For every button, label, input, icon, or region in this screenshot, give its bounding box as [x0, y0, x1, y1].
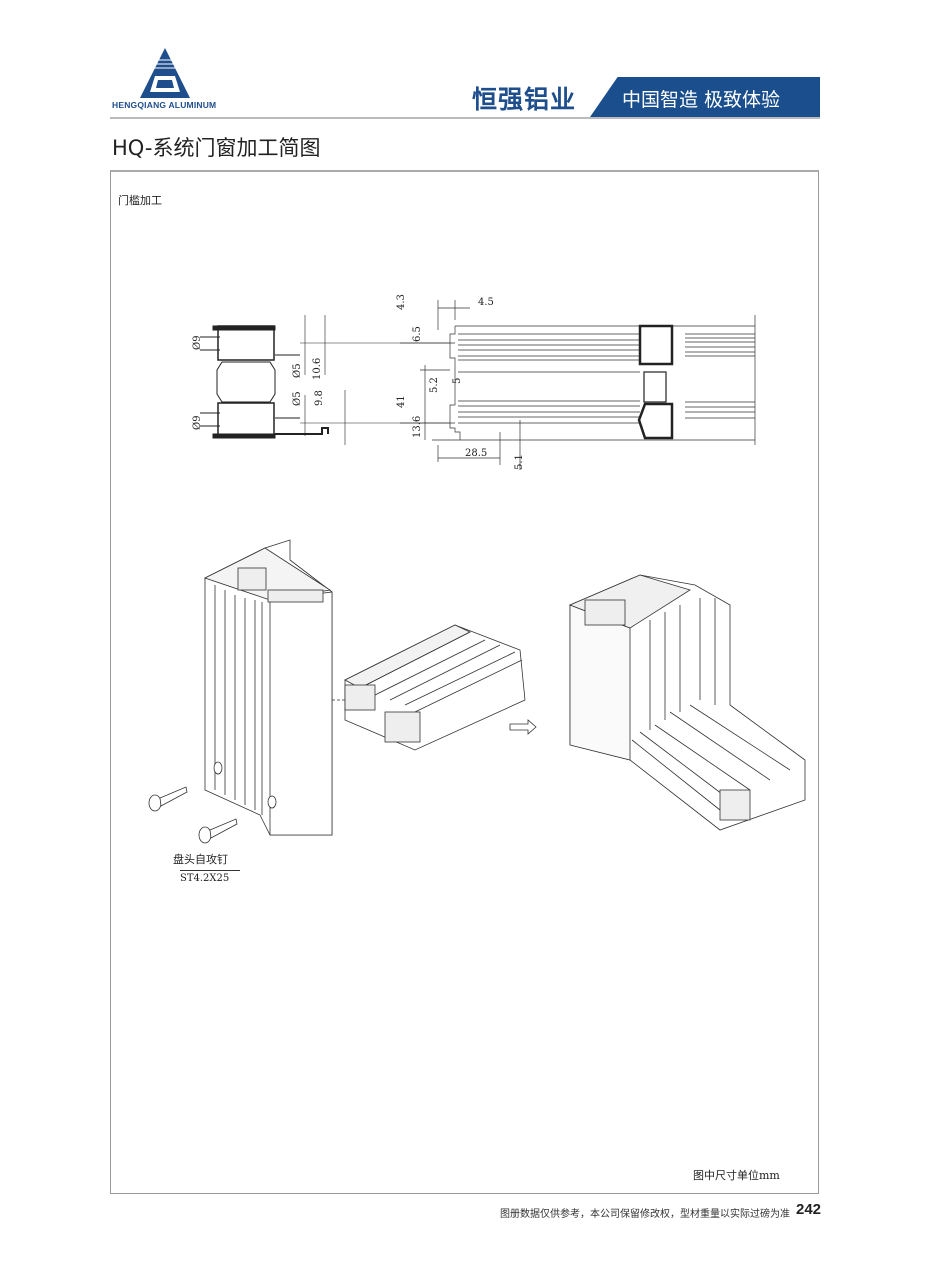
unit-note: 图中尺寸单位mm [693, 1169, 780, 1182]
page-title: HQ-系统门窗加工简图 [112, 136, 321, 160]
dim-6-5: 6.5 [412, 326, 423, 342]
dim-d9-bottom: Ø9 [192, 415, 203, 430]
screw-name-label: 盘头自攻钉 [173, 853, 228, 866]
frame-profile-isometric [203, 539, 333, 836]
footer-disclaimer: 图册数据仅供参考，本公司保留修改权，型材重量以实际过磅为准 [500, 1209, 790, 1220]
dim-5: 5 [452, 378, 463, 384]
assembled-frame-isometric [568, 574, 806, 831]
slogan-banner [590, 77, 820, 117]
dim-d5-bottom: Ø5 [292, 391, 303, 406]
logo-mark-icon [140, 48, 190, 98]
dim-28-5: 28.5 [465, 448, 487, 459]
dim-4-3: 4.3 [396, 294, 407, 310]
dim-d9-top: Ø9 [192, 335, 203, 350]
dim-9-8: 9.8 [314, 390, 325, 406]
dim-5-1: 5.1 [514, 454, 525, 470]
dim-13-6: 13.6 [412, 416, 423, 438]
header-divider [110, 117, 820, 119]
slogan: 中国智造 极致体验 [622, 89, 781, 111]
logo [120, 48, 210, 100]
brand-name: 恒强铝业 [472, 85, 577, 114]
profile-cross-section [200, 315, 450, 445]
logo-text: HENGQIANG ALUMINUM [112, 100, 217, 110]
dim-41: 41 [396, 395, 407, 408]
section-label: 门槛加工 [118, 194, 162, 207]
dim-5-2: 5.2 [429, 377, 440, 393]
sill-profile-isometric [332, 624, 526, 751]
dim-4-5: 4.5 [478, 297, 494, 308]
screw-icon [148, 786, 238, 844]
dim-10-6: 10.6 [312, 358, 323, 380]
drawing-frame [110, 170, 819, 1194]
dim-d5-top: Ø5 [292, 363, 303, 378]
page-number: 242 [796, 1201, 822, 1218]
sill-elevation [400, 300, 756, 470]
screw-spec-label: ST4.2X25 [180, 870, 240, 884]
assembly-arrow-icon [509, 719, 537, 735]
